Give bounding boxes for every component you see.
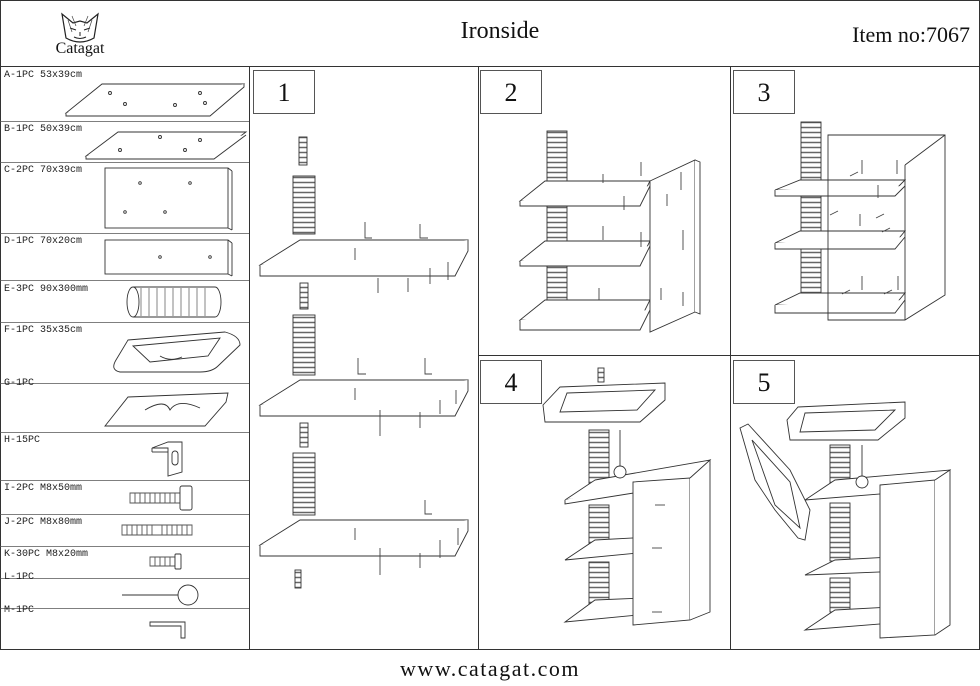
bracket-h-drawing bbox=[151, 441, 183, 477]
website-url[interactable]: www.catagat.com bbox=[400, 656, 580, 681]
toy-ball-l-drawing bbox=[122, 584, 199, 606]
allen-key-m-drawing bbox=[149, 621, 186, 639]
product-title: Ironside bbox=[460, 18, 540, 44]
part-label-l: L-1PC bbox=[4, 572, 35, 583]
part-label-e: E-3PC 90x300mm bbox=[4, 284, 89, 295]
part-label-j: J-2PC M8x80mm bbox=[4, 517, 83, 528]
part-label-f: F-1PC 35x35cm bbox=[4, 325, 83, 336]
part-label-k: K-30PC M8x20mm bbox=[4, 549, 89, 560]
bolt-i-drawing bbox=[129, 485, 193, 511]
part-label-d: D-1PC 70x20cm bbox=[4, 236, 83, 247]
step-1-drawing bbox=[258, 136, 469, 589]
pad-g-drawing bbox=[104, 392, 229, 427]
part-label-g: G-1PC bbox=[4, 378, 35, 389]
catagat-logo: Catagat bbox=[40, 8, 120, 62]
step-5-drawing bbox=[739, 401, 952, 639]
bed-f-drawing bbox=[113, 331, 241, 373]
step-2-drawing bbox=[518, 130, 701, 333]
part-label-m: M-1PC bbox=[4, 605, 35, 616]
parts-drawings bbox=[64, 83, 248, 639]
step-1-number: 1 bbox=[253, 70, 315, 114]
screw-k-drawing bbox=[149, 553, 182, 570]
step-5-number: 5 bbox=[733, 360, 795, 404]
board-d-drawing bbox=[104, 239, 233, 277]
part-label-h: H-15PC bbox=[4, 435, 41, 446]
part-label-c: C-2PC 70x39cm bbox=[4, 165, 83, 176]
item-number: Item no:7067 bbox=[852, 22, 970, 47]
step-4-number: 4 bbox=[480, 360, 542, 404]
cat-head-icon bbox=[61, 12, 99, 43]
part-label-a: A-1PC 53x39cm bbox=[4, 70, 83, 81]
board-c-drawing bbox=[104, 167, 233, 231]
screw-j-drawing bbox=[121, 524, 193, 536]
post-e-drawing bbox=[126, 286, 222, 318]
brand-name: Catagat bbox=[55, 40, 105, 57]
step-2-number: 2 bbox=[480, 70, 542, 114]
part-label-i: I-2PC M8x50mm bbox=[4, 483, 83, 494]
step-drawings bbox=[258, 121, 952, 639]
step-3-drawing bbox=[774, 121, 946, 321]
step-4-drawing bbox=[542, 367, 712, 626]
part-label-b: B-1PC 50x39cm bbox=[4, 124, 83, 135]
board-a-drawing bbox=[64, 83, 246, 117]
step-3-number: 3 bbox=[733, 70, 795, 114]
board-b-drawing bbox=[84, 131, 248, 160]
